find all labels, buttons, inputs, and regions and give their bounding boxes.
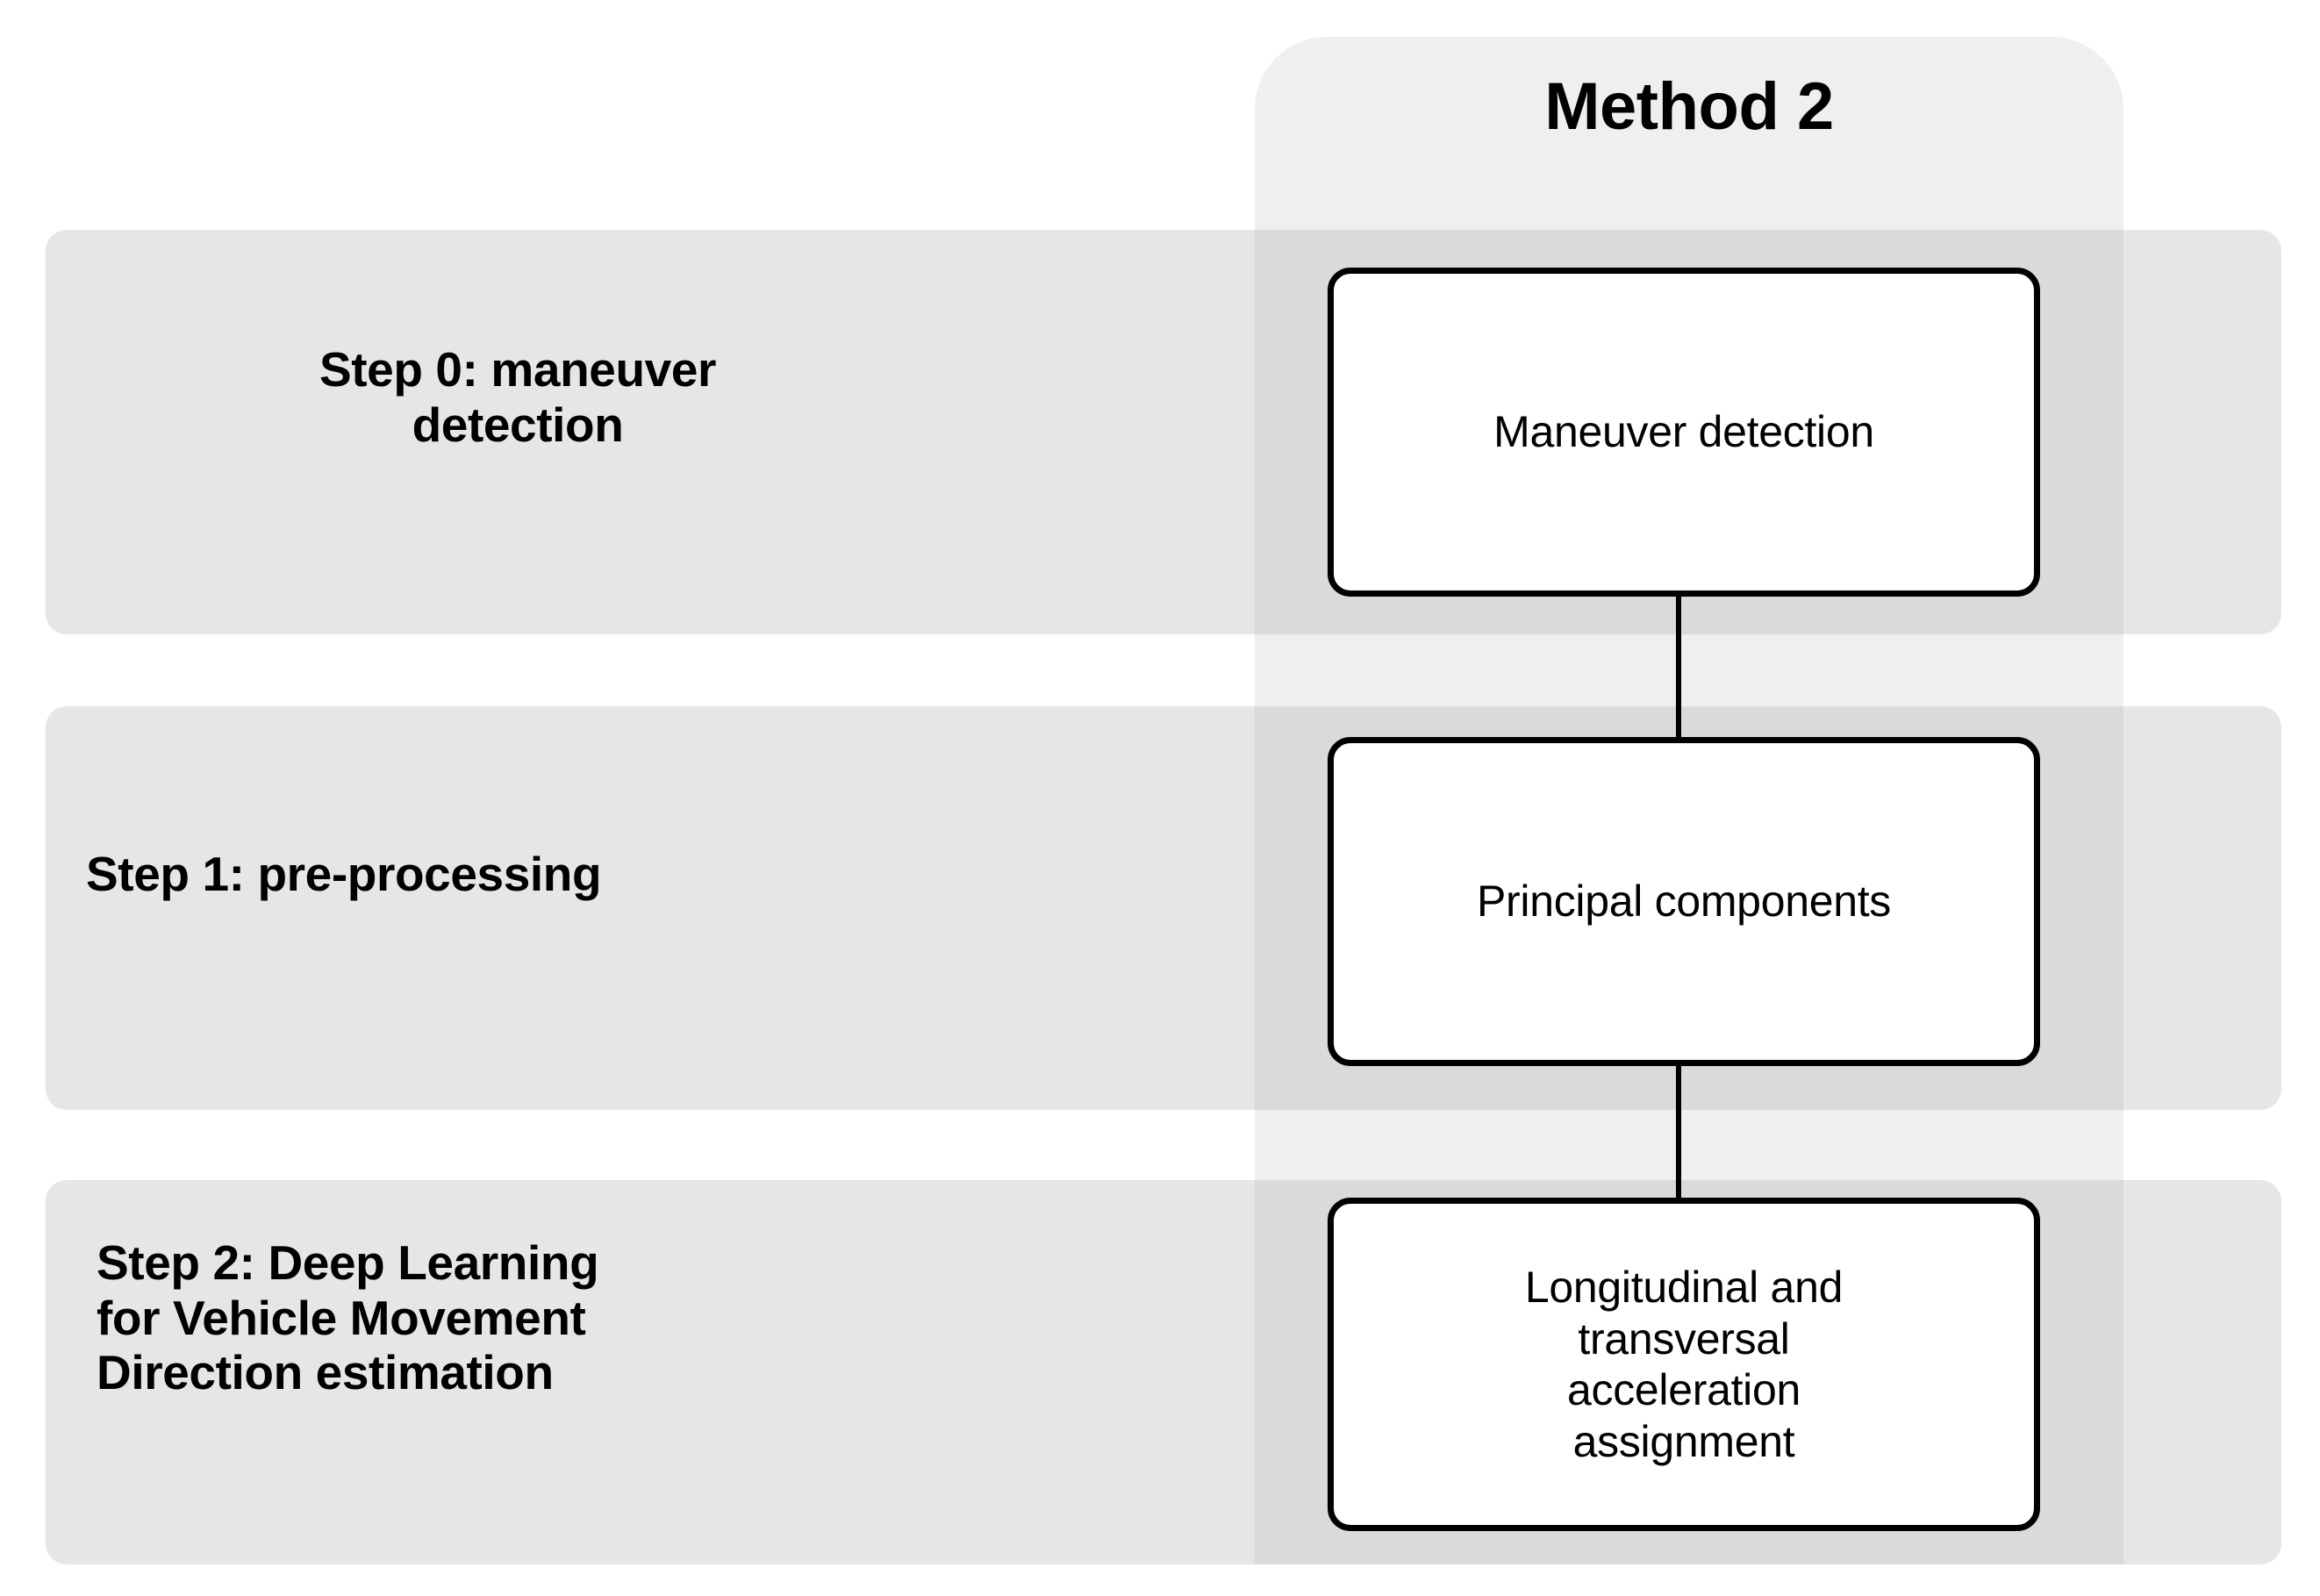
flow-box-1-line-1: Principal components — [1476, 877, 1892, 927]
flow-box-1-text: Principal components — [1477, 876, 1891, 927]
method-column-title: Method 2 — [1544, 69, 1834, 144]
flow-box-0-text: Maneuver detection — [1493, 406, 1874, 458]
step-label-2-line-3: Direction estimation — [97, 1345, 554, 1400]
step-label-2: Step 2: Deep Learning for Vehicle Moveme… — [70, 1235, 983, 1400]
step-label-0-line-1: Step 0: maneuver — [319, 342, 717, 397]
flow-box-principal-components[interactable]: Principal components — [1328, 737, 2040, 1066]
flow-box-0-line-1: Maneuver detection — [1493, 407, 1874, 457]
flow-box-acceleration-assignment[interactable]: Longitudinal and transversal acceleratio… — [1328, 1198, 2040, 1531]
flow-box-2-line-1: Longitudinal and — [1524, 1263, 1844, 1312]
step-label-2-line-1: Step 2: Deep Learning — [97, 1235, 599, 1290]
flow-box-2-line-2: transversal — [1578, 1313, 1790, 1363]
flow-box-2-line-3: acceleration — [1566, 1365, 1801, 1414]
connector-step1-to-step2 — [1676, 1063, 1681, 1203]
flow-box-2-text: Longitudinal and transversal acceleratio… — [1524, 1262, 1844, 1467]
flow-box-2-line-4: assignment — [1572, 1416, 1795, 1466]
step-label-1-line-1: Step 1: pre-processing — [86, 847, 602, 901]
flow-box-maneuver-detection[interactable]: Maneuver detection — [1328, 268, 2040, 597]
step-label-1: Step 1: pre-processing — [70, 847, 963, 902]
step-label-2-line-2: for Vehicle Movement — [97, 1290, 586, 1345]
step-label-0-line-2: detection — [412, 397, 624, 452]
step-label-0: Step 0: maneuver detection — [70, 342, 965, 452]
connector-step0-to-step1 — [1676, 593, 1681, 742]
